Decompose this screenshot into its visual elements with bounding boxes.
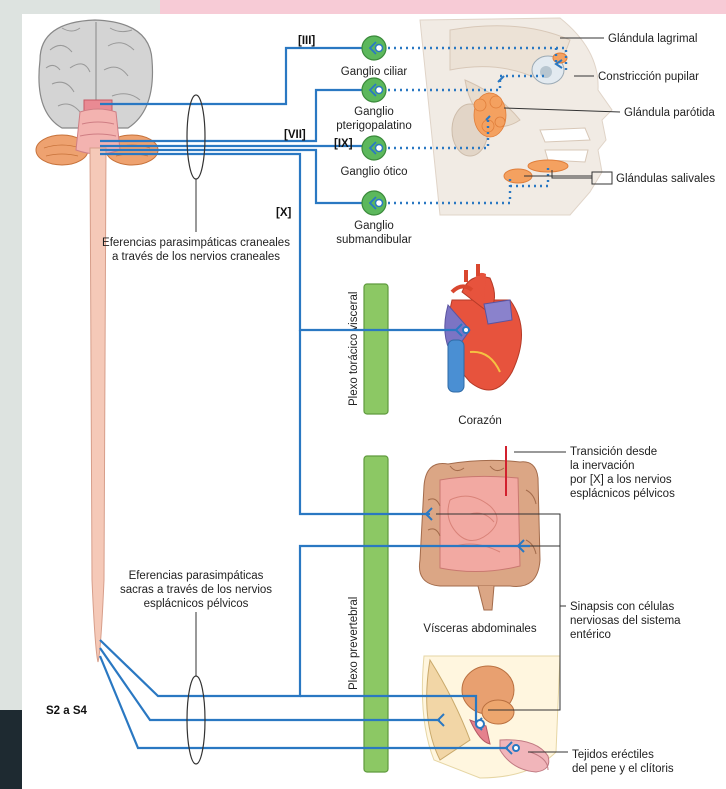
sinapsis-label-3: entérico [570,629,611,641]
organ-synapse-markers [424,59,563,755]
transicion-label-4: esplácnicos pélvicos [570,488,675,500]
ganglion-pterigo-label-2: pterigopalatino [336,120,411,132]
transicion-label-1: Transición desde [570,446,657,458]
sublingual-gland [527,159,569,173]
nerve-label-vii: [VII] [284,129,306,141]
nerve-label-x: [X] [276,207,292,219]
sacras-label-1: Eferencias parasimpáticas [129,570,264,582]
target-pupilar: Constricción pupilar [598,71,699,83]
cranial-bracket [186,94,206,180]
preganglionic-fibers [98,46,530,750]
target-erectiles-2: del pene y el clítoris [572,763,674,775]
ganglion-otico-label: Ganglio ótico [340,166,407,178]
postganglionic-fibers [388,46,568,205]
ganglion-ciliar-label: Ganglio ciliar [341,66,408,78]
sacras-label-3: esplácnicos pélvicos [144,598,249,610]
pelvis-illustration [421,655,561,779]
sinapsis-label-1: Sinapsis con células [570,601,674,613]
sacras-label-2: sacras a través de los nervios [120,584,272,596]
colon-illustration [418,459,541,611]
spinal-cord [89,147,107,663]
segment-label: S2 a S4 [46,705,88,717]
target-salivales: Glándulas salivales [616,173,715,185]
nerve-label-iii: [III] [298,35,315,47]
ganglion-ciliar [361,35,387,61]
target-visceras: Vísceras abdominales [423,623,536,635]
ganglion-pterigopalatino [361,77,387,103]
dark-corner-block [0,710,22,789]
leader-lines [436,37,621,753]
ganglion-submand-label-1: Ganglio [354,220,394,232]
plexo-prevertebral-label: Plexo prevertebral [348,597,360,690]
top-left-band [0,0,160,14]
plexo-toracico-label: Plexo torácico visceral [348,292,360,406]
target-parotida: Glándula parótida [624,107,715,119]
parotid-gland [473,92,507,138]
top-pink-band [160,0,726,14]
transicion-label-3: por [X] a los nervios [570,474,672,486]
plexo-toracico-bar [363,283,389,415]
target-corazon: Corazón [458,415,501,427]
target-lagrimal: Glándula lagrimal [608,33,698,45]
craneales-label-1: Eferencias parasimpáticas craneales [102,237,290,249]
ganglion-otico [361,135,387,161]
left-margin-band [0,0,22,789]
craneales-label-2: a través de los nervios craneales [112,251,280,263]
transicion-label-2: la inervación [570,460,635,472]
ganglion-submandibular [361,190,387,216]
heart-illustration [444,264,522,393]
ganglion-pterigo-label-1: Ganglio [354,106,394,118]
sinapsis-label-2: nerviosas del sistema [570,615,681,627]
head-illustration [419,17,613,216]
plexo-prevertebral-bar [363,455,389,773]
ganglion-submand-label-2: submandibular [336,234,412,246]
nerve-label-ix: [IX] [334,138,353,150]
target-erectiles-1: Tejidos eréctiles [572,749,654,761]
brain [35,19,159,166]
